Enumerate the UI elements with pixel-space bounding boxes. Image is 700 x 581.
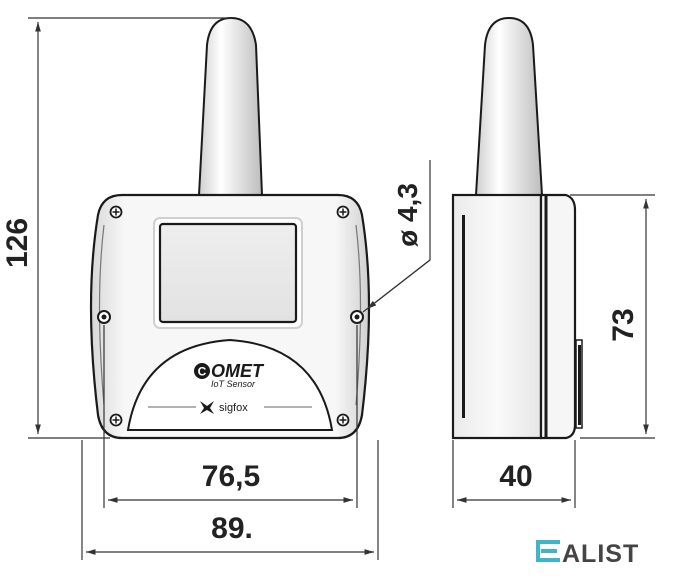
front-antenna <box>197 16 264 196</box>
display-screen <box>158 222 298 324</box>
screw-top-left <box>109 205 123 219</box>
comet-logo-text: OMET <box>211 361 265 381</box>
watermark-text: ALIST <box>562 540 639 568</box>
dim-label-depth: 40 <box>499 460 532 493</box>
watermark: ALIST <box>536 540 639 568</box>
dim-label-width-total: 89. <box>211 512 253 545</box>
sigfox-logo: sigfox <box>200 401 248 414</box>
dimensions <box>28 17 655 560</box>
side-antenna <box>474 16 544 196</box>
screw-bottom-right <box>336 413 350 427</box>
comet-logo: C OMET IoT Sensor <box>194 361 265 389</box>
side-housing-back <box>539 193 577 440</box>
dim-label-hole-diameter: ø 4,3 <box>392 183 423 247</box>
front-view: C OMET IoT Sensor sigfox <box>89 16 371 440</box>
dim-label-height-body: 73 <box>607 308 640 341</box>
screw-bottom-left <box>109 413 123 427</box>
watermark-e-icon <box>536 540 560 562</box>
product-name: IoT Sensor <box>211 379 256 389</box>
sigfox-icon <box>200 401 214 414</box>
comet-logo-initial: C <box>198 365 207 379</box>
side-view <box>451 16 583 440</box>
side-housing-front <box>451 193 543 440</box>
dim-label-height-total: 126 <box>1 218 34 268</box>
mounting-hole-left <box>97 310 111 324</box>
screw-top-right <box>336 205 350 219</box>
dim-label-width-holes: 76,5 <box>202 460 260 493</box>
sigfox-label: sigfox <box>219 402 248 414</box>
mounting-hole-right <box>350 310 364 324</box>
comet-logo-circle <box>194 363 210 379</box>
